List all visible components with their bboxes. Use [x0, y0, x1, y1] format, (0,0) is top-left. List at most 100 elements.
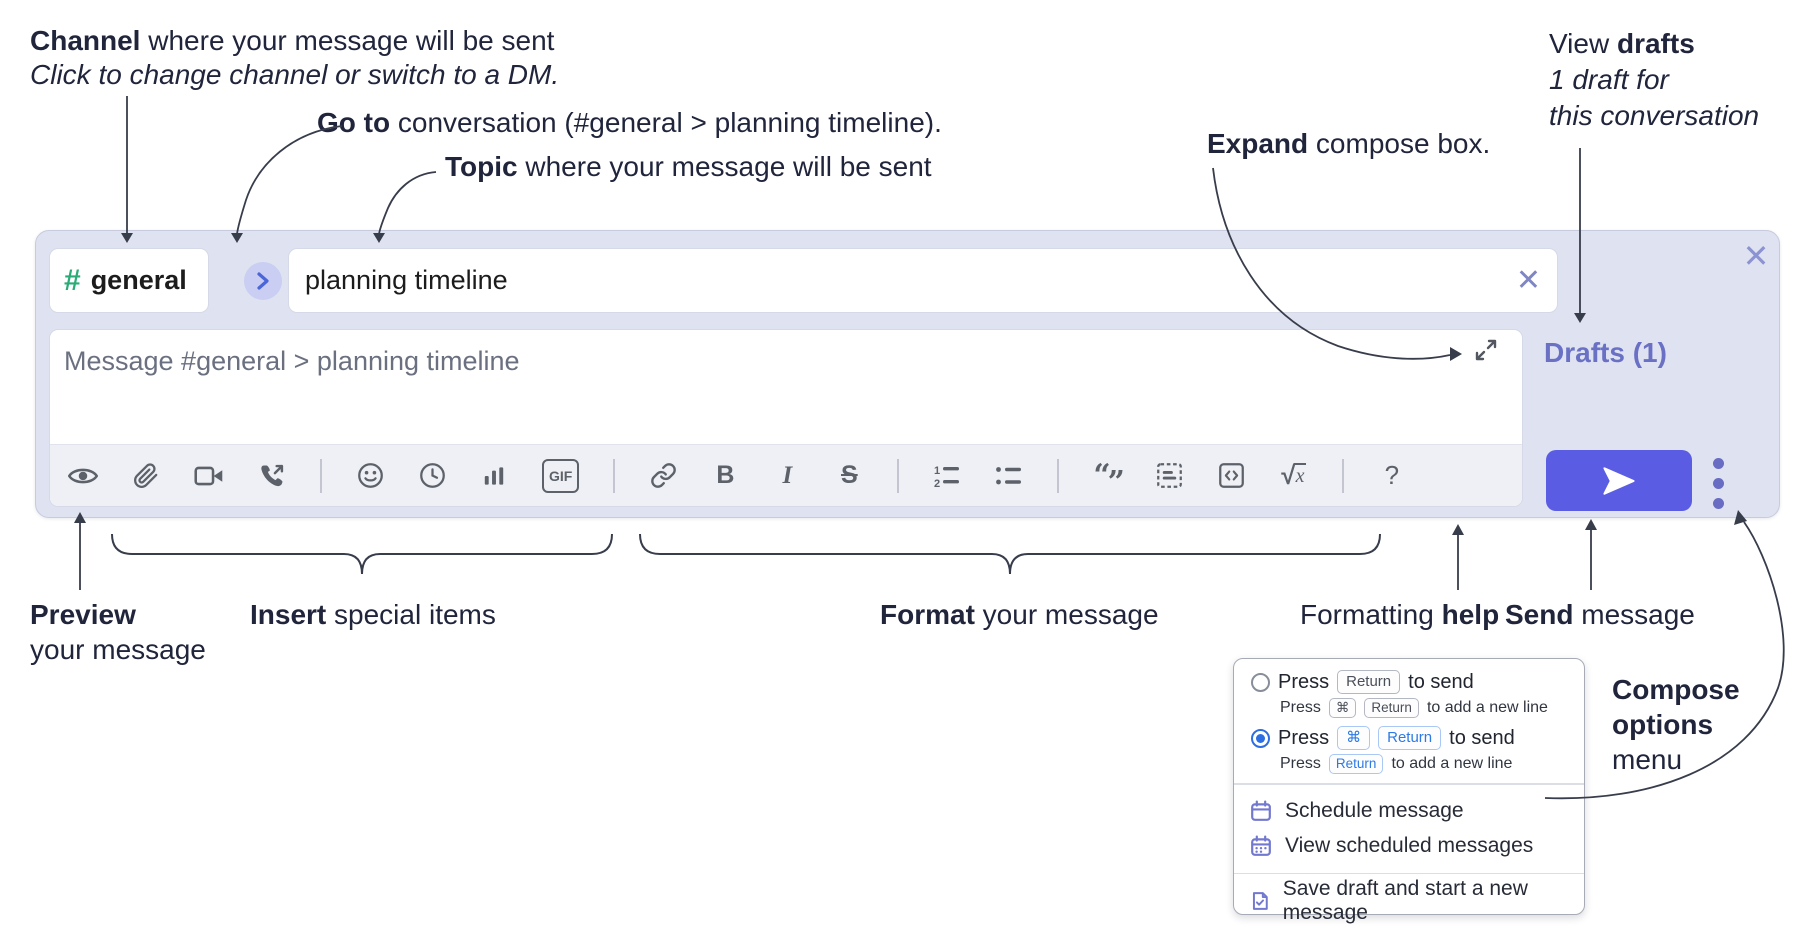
clear-topic-icon[interactable]: ✕: [1515, 263, 1541, 297]
goto-annotation: Go to conversation (#general > planning …: [317, 106, 942, 140]
option1-sub-pre: Press: [1280, 699, 1321, 716]
gif-button[interactable]: GIF: [542, 458, 580, 493]
diagonal-expand-icon: [1475, 339, 1497, 361]
option2-post: to send: [1449, 726, 1515, 749]
toolbar-divider: [897, 458, 900, 493]
topic-input[interactable]: planning timeline ✕: [288, 248, 1558, 313]
quote-open-glyph: “: [1093, 458, 1110, 493]
menu-divider: [1234, 872, 1584, 874]
eye-icon: [68, 468, 98, 483]
kebab-dot: [1713, 498, 1724, 509]
sqrt-sign-glyph: √: [1281, 460, 1296, 490]
toolbar-divider: [320, 458, 322, 493]
view-drafts-line2: 1 draft for: [1549, 64, 1669, 95]
view-drafts-annotation: View drafts: [1549, 26, 1695, 62]
emoji-button[interactable]: [356, 459, 384, 493]
topic-annotation-bold: Topic: [445, 151, 518, 182]
svg-text:1: 1: [934, 465, 940, 477]
go-to-conversation-button[interactable]: [244, 262, 282, 300]
send-annotation-bold: Send: [1505, 599, 1574, 630]
channel-annotation: Channel where your message will be sent: [30, 24, 554, 58]
compose-box: # general planning timeline ✕ ✕ Message …: [35, 230, 1780, 518]
menu-item-label: Schedule message: [1285, 799, 1464, 822]
link-button[interactable]: [649, 459, 677, 493]
close-compose-button[interactable]: ✕: [1736, 236, 1776, 276]
message-input[interactable]: Message #general > planning timeline: [49, 329, 1523, 507]
cmd-key-chip: ⌘: [1328, 698, 1357, 718]
expand-compose-icon[interactable]: [1474, 338, 1498, 367]
compose-options-line1: Compose: [1612, 674, 1740, 705]
video-camera-icon: [194, 466, 223, 485]
format-annotation-bold: Format: [880, 599, 975, 630]
return-key-chip-blue: Return: [1378, 726, 1442, 750]
bar-chart-icon: [484, 466, 504, 485]
option2-pre: Press: [1278, 726, 1330, 749]
svg-text:2: 2: [934, 478, 940, 489]
attach-file-button[interactable]: [132, 459, 160, 493]
toolbar-divider: [613, 458, 616, 493]
chevron-right-icon: [257, 272, 269, 290]
ordered-list-icon: 1 2: [934, 465, 960, 489]
insert-annotation: Insert special items: [250, 598, 496, 632]
clock-icon: [419, 463, 445, 488]
menu-item-save-draft[interactable]: Save draft and start a new message: [1234, 877, 1584, 924]
channel-name: general: [90, 265, 187, 295]
code-block-button[interactable]: [1156, 459, 1184, 493]
audio-call-button[interactable]: [258, 459, 286, 493]
preview-annotation-bold: Preview: [30, 599, 136, 630]
send-annotation: Send message: [1505, 598, 1695, 632]
option1-post: to send: [1408, 670, 1474, 693]
channel-annotation-line2: Click to change channel or switch to a D…: [30, 59, 560, 90]
ordered-list-button[interactable]: 1 2: [933, 459, 961, 493]
compose-options-line2: options: [1612, 709, 1714, 740]
send-annotation-rest: message: [1573, 599, 1695, 630]
poll-button[interactable]: [480, 459, 508, 493]
blockquote-button[interactable]: “ ”: [1093, 458, 1125, 500]
send-option-return[interactable]: Press Return to send: [1234, 670, 1584, 694]
paperclip-icon: [134, 462, 158, 488]
video-clip-button[interactable]: [194, 459, 224, 493]
recent-button[interactable]: [418, 459, 446, 493]
formula-button[interactable]: √ x: [1280, 459, 1308, 493]
send-button[interactable]: [1546, 450, 1692, 511]
formatting-help-pre: Formatting: [1300, 599, 1442, 630]
compose-options-line3: menu: [1612, 744, 1683, 775]
bold-button[interactable]: B: [716, 461, 735, 489]
compose-options-menu: Press Return to send Press ⌘ Return to a…: [1233, 658, 1585, 924]
calendar-icon: [1251, 800, 1271, 821]
format-annotation-rest: your message: [974, 599, 1159, 630]
drafts-link[interactable]: Drafts (1): [1544, 337, 1667, 368]
preview-annotation: Preview: [30, 598, 136, 632]
formatting-help-button[interactable]: ?: [1384, 460, 1400, 490]
send-plane-icon: [1603, 466, 1635, 495]
close-icon: ✕: [1742, 238, 1770, 274]
inline-code-button[interactable]: [1218, 459, 1246, 493]
return-key-chip: Return: [1364, 698, 1419, 718]
channel-selector-button[interactable]: # general: [49, 248, 209, 313]
strikethrough-button[interactable]: S: [841, 461, 858, 489]
smiley-icon: [357, 463, 383, 488]
goto-annotation-rest: conversation (#general > planning timeli…: [390, 107, 942, 138]
menu-item-schedule-message[interactable]: Schedule message: [1234, 794, 1584, 829]
code-block-icon: [1157, 463, 1183, 488]
send-option-return-subtext: Press ⌘ Return to add a new line: [1234, 698, 1584, 718]
italic-button[interactable]: I: [782, 461, 793, 489]
formatting-toolbar: GIF B I S 1 2: [50, 444, 1522, 506]
toolbar-divider: [1341, 458, 1344, 493]
preview-button[interactable]: [68, 459, 98, 493]
topic-annotation: Topic where your message will be sent: [445, 150, 932, 184]
view-drafts-line3: this conversation: [1549, 100, 1760, 131]
kebab-dot: [1713, 478, 1724, 489]
compose-options-button[interactable]: [1713, 458, 1725, 509]
send-option-cmd-return[interactable]: Press ⌘ Return to send: [1234, 726, 1584, 750]
bulleted-list-icon: [996, 466, 1022, 484]
option1-pre: Press: [1278, 670, 1330, 693]
menu-item-view-scheduled[interactable]: View scheduled messages: [1234, 829, 1584, 864]
radio-selected-icon[interactable]: [1251, 728, 1270, 748]
bulleted-list-button[interactable]: [995, 459, 1023, 493]
topic-annotation-rest: where your message will be sent: [517, 151, 932, 182]
radio-unselected-icon[interactable]: [1251, 672, 1270, 692]
menu-item-label: View scheduled messages: [1285, 834, 1534, 857]
channel-annotation-rest: where your message will be sent: [140, 25, 555, 56]
channel-hash-icon: #: [64, 263, 81, 297]
